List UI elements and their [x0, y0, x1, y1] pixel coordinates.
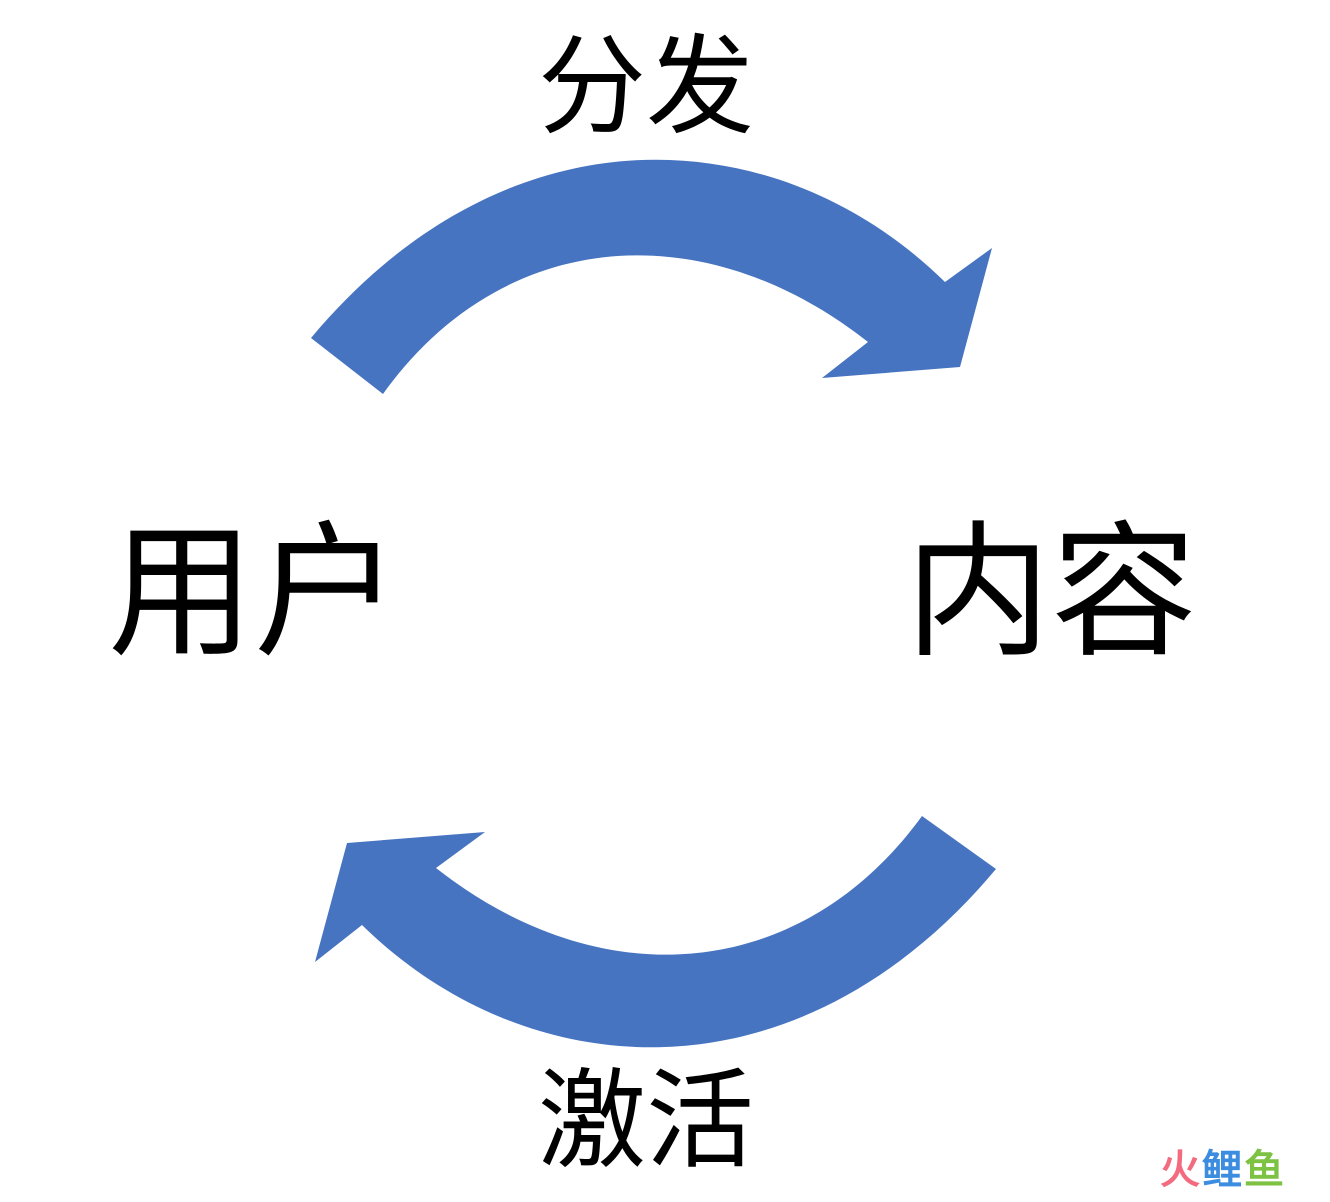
- watermark-char-1: 火: [1160, 1147, 1202, 1193]
- watermark-char-2: 鲤: [1202, 1147, 1244, 1193]
- watermark-char-3: 鱼: [1244, 1147, 1286, 1193]
- bottom-arrow: [315, 816, 996, 1048]
- watermark-logo: 火鲤鱼: [1160, 1150, 1286, 1190]
- node-label-user: 用户: [108, 508, 400, 678]
- top-arrow: [311, 159, 992, 394]
- edge-label-distribute: 分发: [538, 25, 755, 150]
- node-label-content: 内容: [905, 508, 1197, 678]
- edge-label-activate: 激活: [538, 1059, 755, 1184]
